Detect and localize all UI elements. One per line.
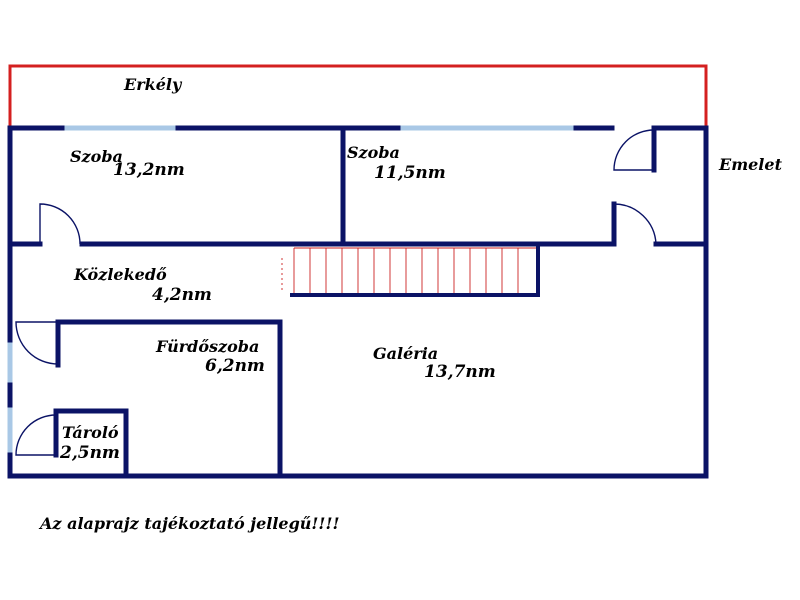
- bathroom-name: Fürdőszoba: [155, 337, 259, 356]
- stair-end-wall: [536, 244, 540, 297]
- door-storage: [15, 414, 57, 456]
- staircase: [281, 247, 536, 295]
- balcony-railing: [8, 64, 708, 128]
- doors: [15, 129, 657, 456]
- door-room2-upper: [613, 129, 655, 171]
- corridor-area: 4,2nm: [152, 285, 212, 305]
- door-room2-lower: [613, 203, 657, 245]
- bathroom-area: 6,2nm: [205, 356, 265, 376]
- room1-name: Szoba: [70, 147, 123, 166]
- gallery-name: Galéria: [373, 344, 438, 363]
- disclaimer-note: Az alaprajz tajékoztató jellegű!!!!: [38, 514, 340, 533]
- storage-name: Tároló: [62, 423, 119, 442]
- windows: [7, 125, 576, 455]
- room2-area: 11,5nm: [374, 163, 446, 183]
- room2-name: Szoba: [347, 143, 400, 162]
- walls: [7, 125, 709, 479]
- storage-area: 2,5nm: [59, 443, 120, 463]
- balcony-label: Erkély: [123, 75, 183, 94]
- door-room1: [39, 203, 81, 245]
- stair-landing-wall: [290, 293, 540, 297]
- room1-area: 13,2nm: [113, 160, 185, 180]
- door-bathroom: [15, 321, 59, 365]
- gallery-area: 13,7nm: [424, 362, 496, 382]
- corridor-name: Közlekedő: [73, 265, 167, 284]
- floor-label: Emelet: [718, 155, 783, 174]
